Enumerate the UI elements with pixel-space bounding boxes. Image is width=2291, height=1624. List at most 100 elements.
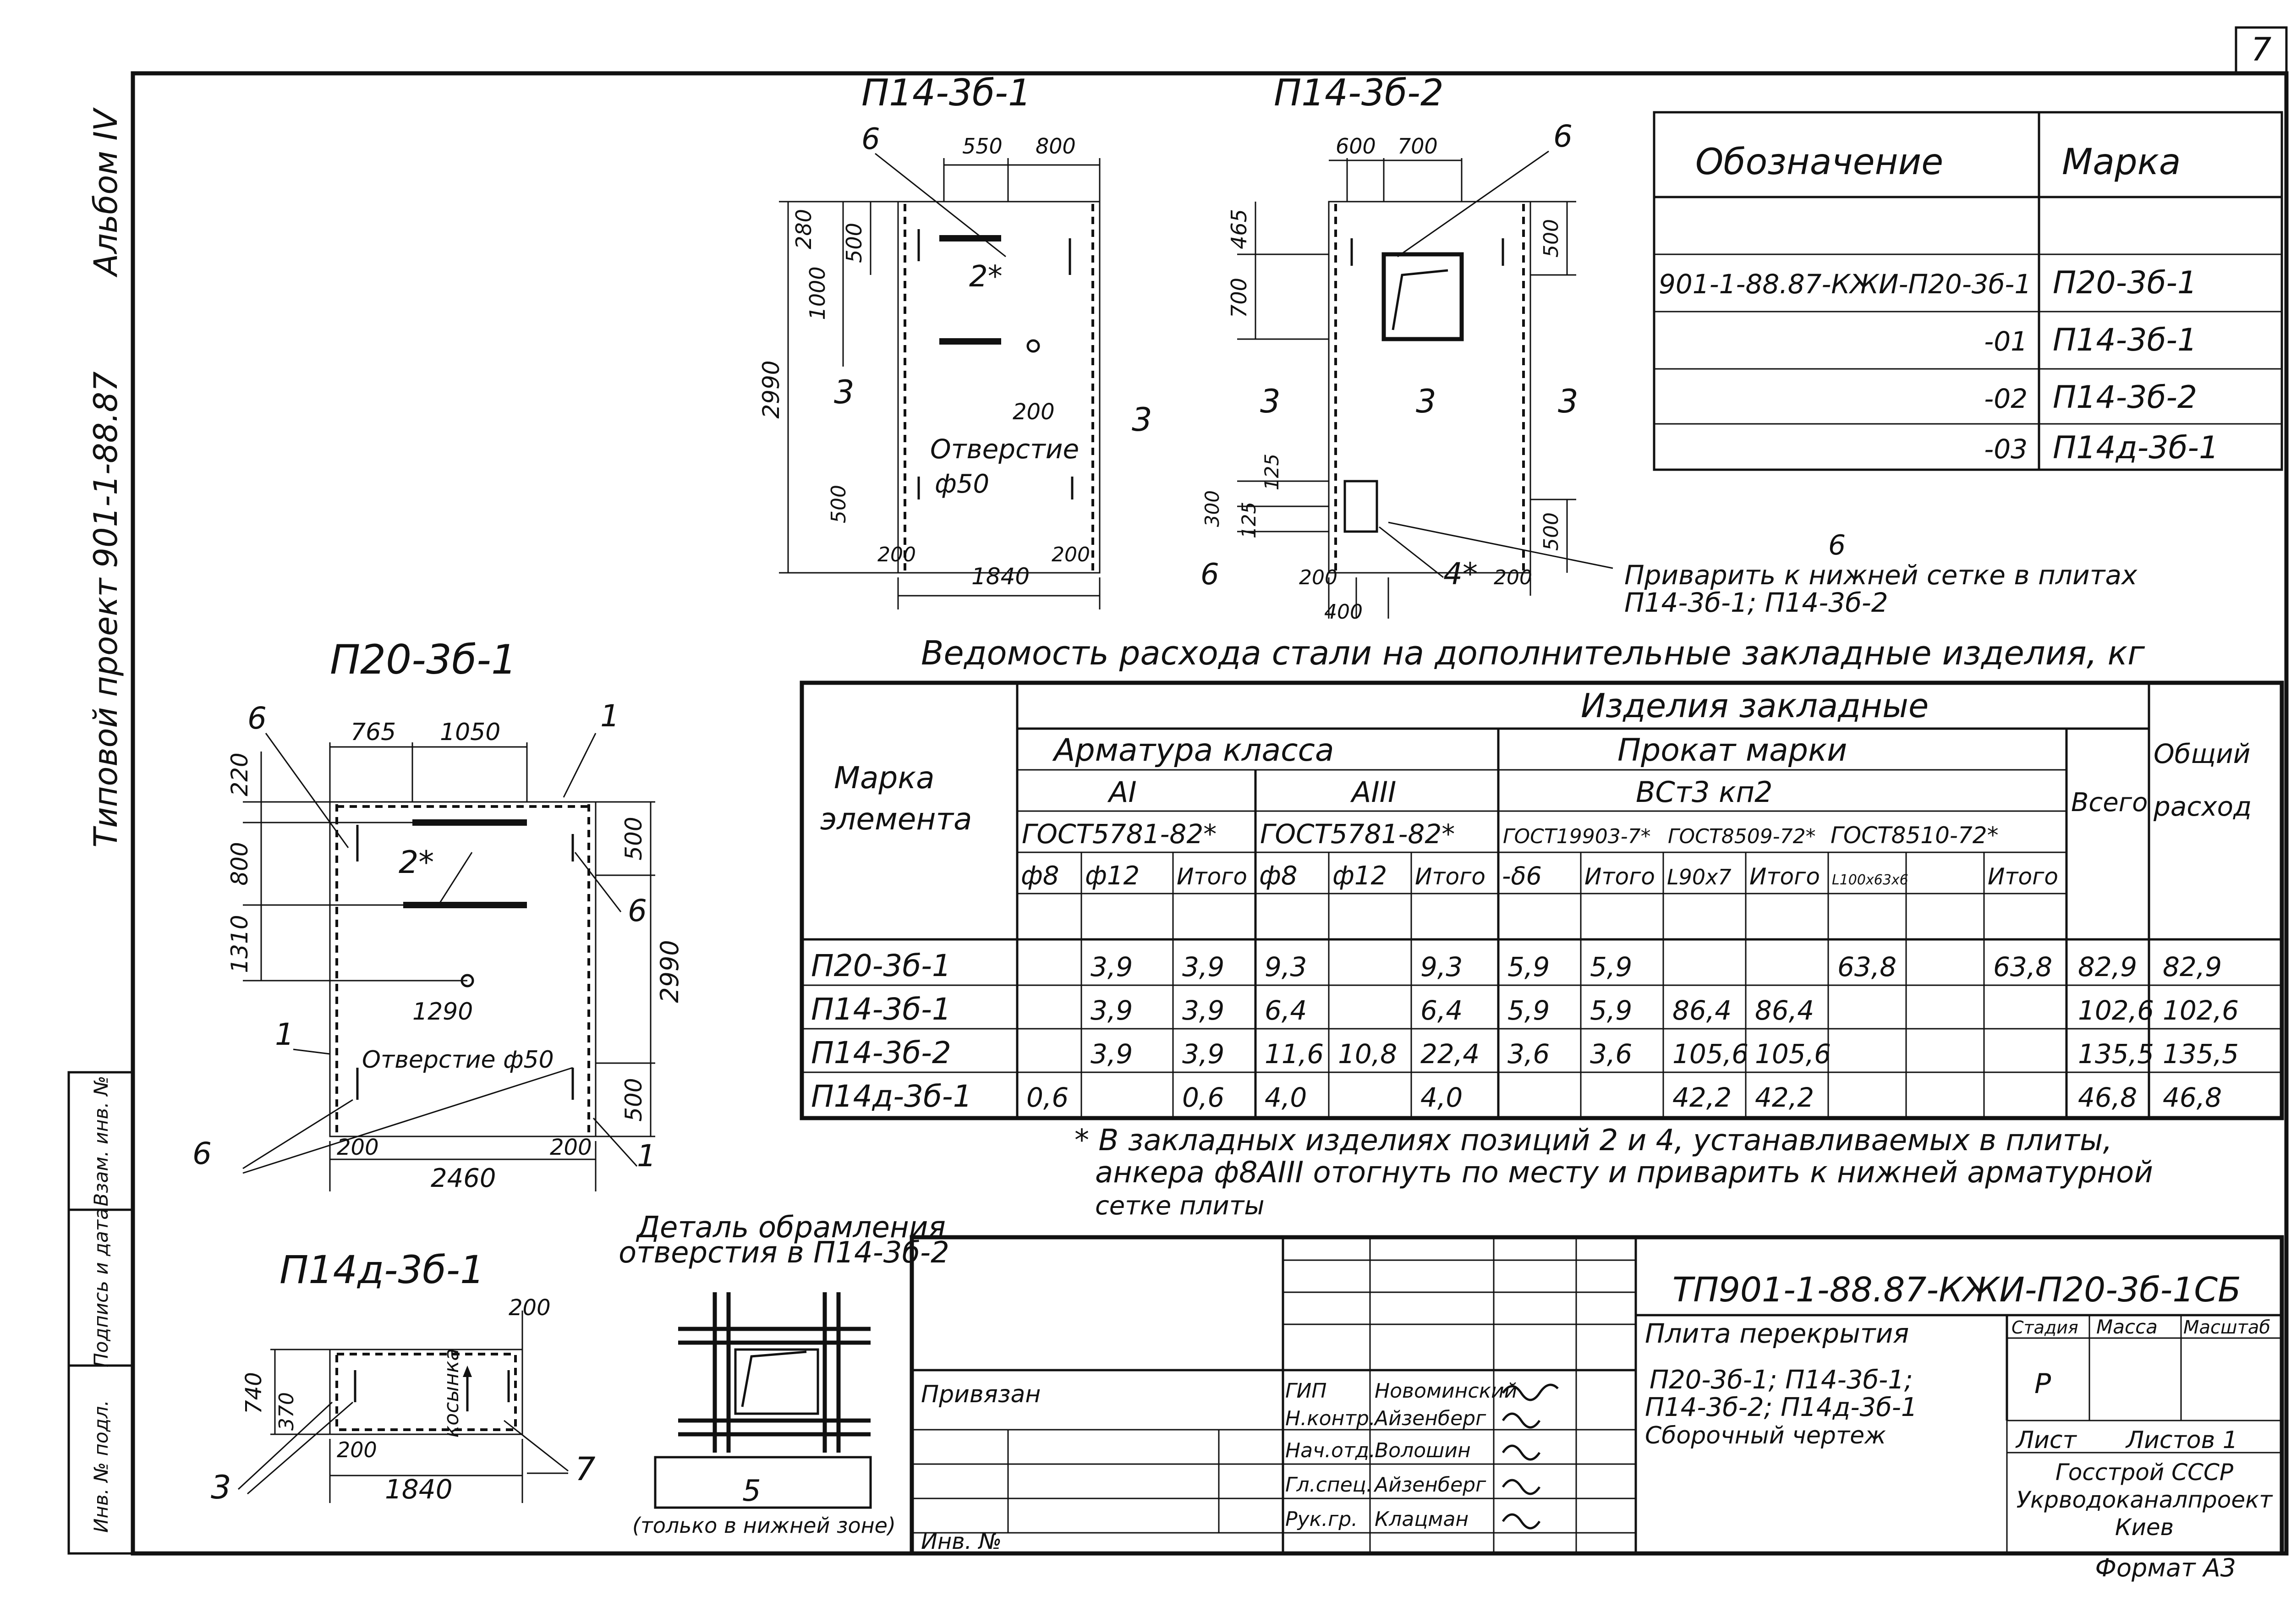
p14-1-pos-6: 6: [861, 122, 880, 156]
h-sub-8: L90x7: [1667, 865, 1732, 889]
tb-signer-name-4: Клацман: [1375, 1508, 1469, 1531]
h-sub-10: L100x63x6: [1832, 872, 1908, 888]
h-AI: АI: [1107, 775, 1137, 809]
designation-table: Обозначение Марка 901-1-88.87-КЖИ-П20-3б…: [1653, 111, 2283, 471]
table-cell: 3,9: [1091, 995, 1133, 1026]
p14d-dim-370: 370: [275, 1392, 298, 1431]
signature-1: [1502, 1412, 1541, 1429]
p20-dim-200-right: 200: [550, 1135, 592, 1160]
p14-2-pos-6: 6: [1553, 119, 1573, 154]
tb-org3: Киев: [2115, 1514, 2174, 1541]
p20-dim-1310: 1310: [226, 915, 253, 973]
p14-2-dim-125a: 125: [1261, 454, 1283, 490]
p14-1-dim-280: 280: [791, 209, 816, 249]
p20-dim-500-bot: 500: [620, 1078, 647, 1121]
table-cell: 10,8: [1338, 1038, 1397, 1070]
drawing-p14-2: П14-3б-2 600 700 465 700 500 125 125 300…: [1201, 71, 1613, 624]
weld-note-num: 6: [1828, 529, 1846, 561]
tb-sheet: Лист: [2015, 1426, 2077, 1454]
p20-hole: Отверстие ф50: [362, 1046, 554, 1074]
p14-2-dim-400: 400: [1324, 600, 1363, 624]
designation-row-1: -01: [1984, 326, 2028, 357]
tb-name-1: Плита перекрытия: [1645, 1318, 1909, 1349]
h-sub-9: Итого: [1749, 863, 1820, 890]
table-cell: 5,9: [1590, 995, 1632, 1026]
p14d-kosynka: косынка: [440, 1349, 463, 1438]
tb-org1: Госстрой СССР: [2055, 1459, 2234, 1486]
p20-pos-1-top: 1: [600, 698, 619, 734]
table-cell: 3,9: [1182, 951, 1224, 982]
table-cell: 3,9: [1182, 1038, 1224, 1070]
p14-2-dim-200-left: 200: [1299, 566, 1337, 589]
p14-1-pos-2: 2*: [969, 260, 1003, 294]
p14-2-pos-3-left: 3: [1260, 383, 1281, 420]
h-mark-2: элемента: [820, 801, 972, 837]
p14-2-pos-3-right: 3: [1558, 383, 1578, 420]
h-sub-2: Итого: [1177, 863, 1247, 890]
table-cell: 105,6: [1755, 1038, 1831, 1070]
p14-1-dim-1000: 1000: [805, 266, 830, 320]
weld-note-line1: Приварить к нижней сетке в плитах: [1624, 560, 2138, 591]
p20-pos-6-bot: 6: [192, 1136, 212, 1171]
steel-table: Ведомость расхода стали на дополнительны…: [800, 634, 2284, 1120]
p20-dim-2460: 2460: [431, 1163, 496, 1193]
table-cell: 3,9: [1091, 1038, 1133, 1070]
weld-note-line2: П14-3б-1; П14-3б-2: [1624, 587, 1888, 618]
designation-header: Обозначение: [1695, 142, 1943, 183]
h-gost-3: ГОСТ8509-72*: [1668, 825, 1816, 848]
table-cell: 5,9: [1590, 951, 1632, 982]
p14-2-pos-4: 4*: [1443, 556, 1478, 592]
tb-name-2: П20-3б-1; П14-3б-1;: [1650, 1365, 1913, 1395]
p14-1-dim-800: 800: [1036, 134, 1076, 159]
p14-1-dim-2990: 2990: [758, 360, 784, 418]
p14-1-pos-3-right: 3: [1132, 401, 1152, 439]
tb-signer-name-1: Айзенберг: [1373, 1407, 1486, 1430]
p14d-pos-3: 3: [211, 1469, 231, 1506]
p20-pos-6-right: 6: [628, 893, 647, 928]
tb-sheets: Листов 1: [2125, 1426, 2238, 1454]
drawing-p20: П20-3б-1 765 1050 220 800 1310 500 2990 …: [192, 636, 684, 1193]
tb-mass: Масса: [2096, 1316, 2158, 1338]
table-cell: 0,6: [1026, 1082, 1069, 1113]
table-row-mark: П14-3б-1: [811, 992, 951, 1027]
table-cell: 3,9: [1091, 951, 1133, 982]
p14-1-dim-1840: 1840: [971, 563, 1030, 590]
side-inv-podl: Инв. № подл.: [90, 1400, 112, 1533]
tb-stage: Стадия: [2011, 1317, 2078, 1338]
table-row-mark: П14-3б-2: [811, 1035, 951, 1070]
mark-header: Марка: [2062, 142, 2181, 183]
mark-row-3: П14д-3б-1: [2053, 430, 2219, 466]
table-cell: 105,6: [1672, 1038, 1748, 1070]
h-sub-6: -δ6: [1502, 861, 1542, 890]
p20-pos-1-bot: 1: [637, 1138, 656, 1174]
table-cell: 82,9: [2163, 951, 2222, 982]
p14-2-dim-700: 700: [1398, 134, 1438, 159]
p14-2-pos-3-mid: 3: [1416, 383, 1436, 420]
steel-table-title: Ведомость расхода стали на дополнительны…: [921, 634, 2145, 672]
p20-dim-220: 220: [226, 752, 253, 796]
p14d-dim-1840: 1840: [385, 1474, 453, 1505]
h-sub-5: Итого: [1415, 863, 1485, 890]
signature-4: [1502, 1513, 1541, 1530]
table-cell: 63,8: [1993, 951, 2052, 982]
p20-title: П20-3б-1: [330, 636, 517, 683]
table-cell: 22,4: [1420, 1038, 1480, 1070]
detail-opening: Деталь обрамления отверстия в П14-3б-2 5…: [619, 1211, 949, 1538]
detail-note: (только в нижней зоне): [632, 1513, 896, 1538]
p20-pos-6-top: 6: [247, 701, 267, 736]
p14-2-dim-125b: 125: [1238, 502, 1260, 538]
detail-pos-5: 5: [742, 1474, 761, 1508]
project-label: Типовой проект 901-1-88.87: [87, 371, 125, 847]
p20-dim-1050: 1050: [440, 719, 500, 746]
signature-2: [1502, 1444, 1541, 1461]
table-cell: 11,6: [1265, 1038, 1324, 1070]
tb-org2: Укрводоканалпроект: [2017, 1487, 2274, 1513]
table-cell: 5,9: [1507, 951, 1550, 982]
p14-2-dim-500-bot: 500: [1540, 512, 1563, 551]
table-cell: 4,0: [1420, 1082, 1463, 1113]
table-cell: 82,9: [2078, 951, 2137, 982]
tb-signer-role-4: Рук.гр.: [1285, 1508, 1358, 1531]
table-cell: 3,6: [1507, 1038, 1550, 1070]
h-sub-7: Итого: [1584, 863, 1655, 890]
